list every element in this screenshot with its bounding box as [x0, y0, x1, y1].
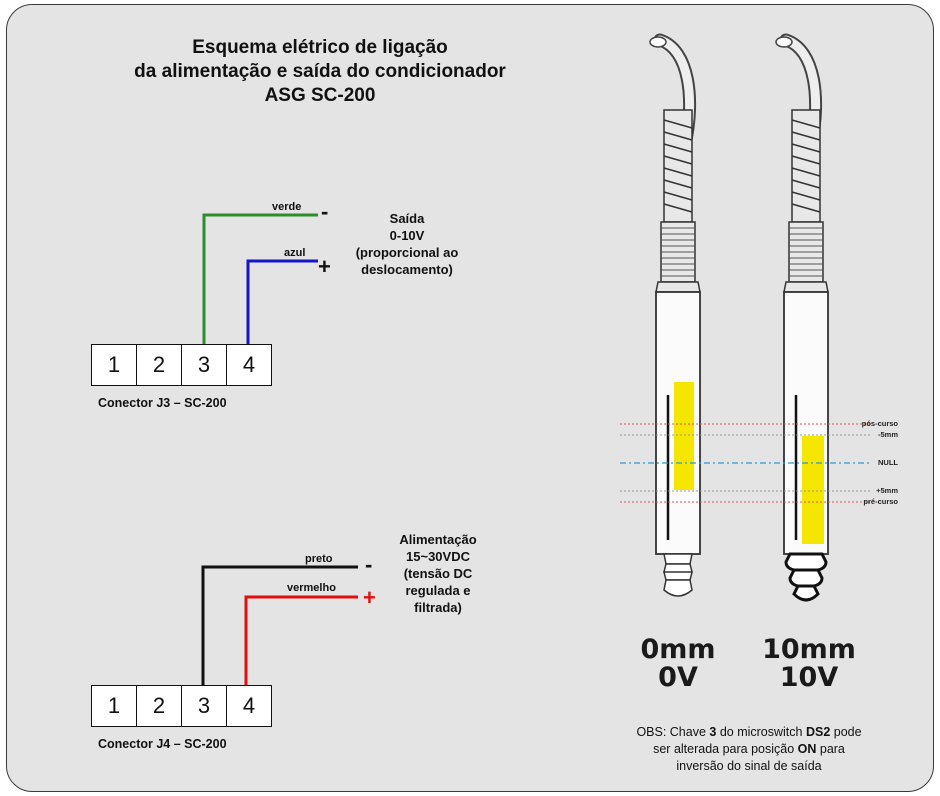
sensor-10mm-label: 10mm 10V: [762, 634, 856, 693]
j4-pin-1: 1: [92, 686, 137, 726]
level-pre-curso: pré-curso: [863, 497, 898, 506]
output-minus-sign: -: [321, 199, 329, 224]
power-wire-negative: [201, 565, 358, 685]
power-plus-sign: +: [363, 585, 376, 610]
j3-pin-2: 2: [137, 345, 182, 385]
connector-j3: 1 2 3 4: [91, 344, 272, 386]
output-wire-negative: [202, 213, 318, 344]
title-line-3: ASG SC-200: [264, 85, 376, 106]
connector-j3-label: Conector J3 – SC-200: [98, 396, 227, 410]
j3-pin-4: 4: [242, 352, 256, 377]
wire-label-vermelho: vermelho: [287, 582, 336, 594]
wire-label-azul: azul: [284, 247, 306, 259]
wire-label-preto: preto: [305, 553, 333, 565]
j4-pin-3: 3: [182, 686, 227, 726]
output-description: Saída 0-10V (proporcional ao deslocament…: [355, 211, 459, 277]
power-minus-sign: -: [365, 552, 373, 577]
power-description: Alimentação 15~30VDC (tensão DC regulada…: [399, 532, 477, 615]
power-wire-positive: [244, 595, 358, 685]
sensor-0mm-label: 0mm 0V: [640, 634, 716, 693]
title-line-1: Esquema elétrico de ligação: [192, 37, 448, 58]
marker-0mm: [674, 382, 694, 490]
j4-pin-2: 2: [137, 686, 182, 726]
level-null: NULL: [878, 458, 898, 467]
output-plus-sign: +: [318, 254, 331, 279]
sensor-10mm: [775, 33, 829, 602]
title-line-2: da alimentação e saída do condicionador: [134, 61, 506, 82]
diagram-panel: [6, 4, 934, 792]
obs-note: OBS: Chave 3 do microswitch DS2 pode ser…: [636, 725, 862, 773]
diagram-title: Esquema elétrico de ligação da alimentaç…: [100, 36, 540, 108]
level-plus5: +5mm: [876, 486, 898, 495]
level-minus5: -5mm: [877, 430, 898, 439]
output-wire-positive: [246, 259, 318, 344]
j3-pin-3: 3: [182, 345, 227, 385]
connector-j4-label: Conector J4 – SC-200: [98, 737, 227, 751]
wire-label-verde: verde: [272, 201, 302, 213]
level-pos-curso: pós-curso: [861, 419, 898, 428]
j3-pin-1: 1: [92, 345, 137, 385]
sensor-0mm: [649, 33, 701, 597]
j4-pin-4: 4: [242, 693, 256, 718]
connector-j4: 1 2 3 4: [91, 685, 272, 727]
